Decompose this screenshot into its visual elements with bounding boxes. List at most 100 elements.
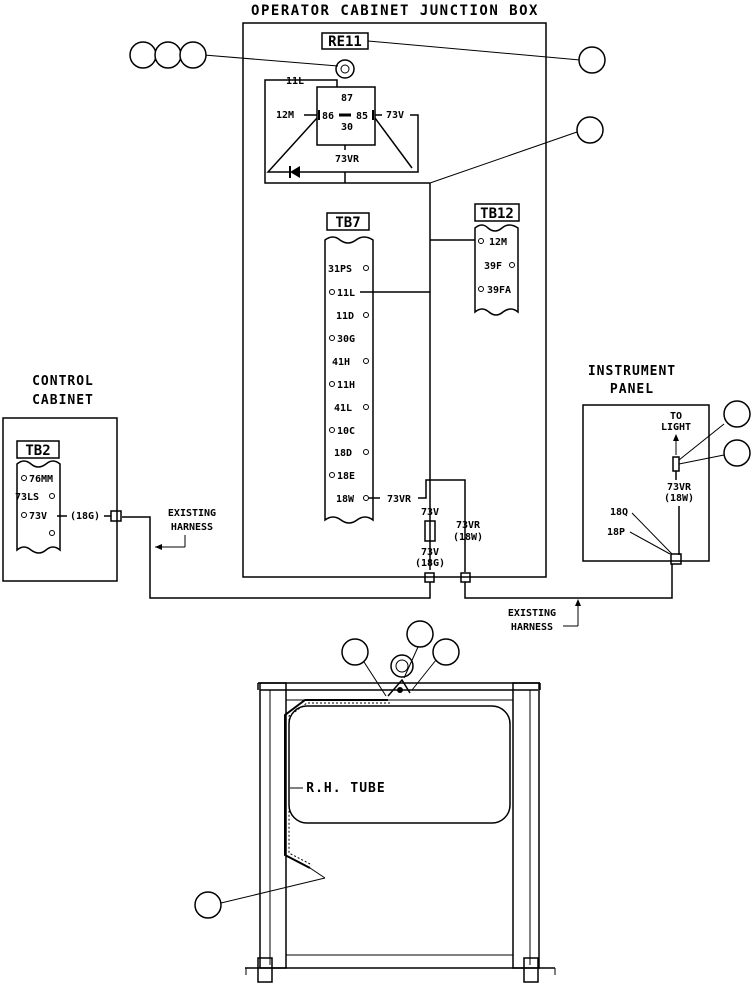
svg-text:39F: 39F <box>484 261 502 272</box>
light-connector <box>672 456 680 472</box>
diode-icon <box>290 166 300 178</box>
instrument-wire-18p: 18P <box>607 527 625 538</box>
tb2-terminal: 76MM <box>21 474 53 485</box>
pin-30: 30 <box>341 122 353 133</box>
tb12-label-box <box>474 203 520 222</box>
svg-text:41L: 41L <box>334 403 352 414</box>
svg-text:11H: 11H <box>337 380 355 391</box>
callout-bubble <box>578 46 606 74</box>
callout-bubble <box>194 891 222 919</box>
re11-label: RE11 <box>328 34 362 50</box>
svg-text:31PS: 31PS <box>328 264 352 275</box>
fitting-icon <box>390 654 414 678</box>
tb12-label: TB12 <box>480 206 514 222</box>
tb2-label-box <box>16 440 60 459</box>
instrument-panel-frame <box>582 404 710 562</box>
inline-fuse <box>424 520 436 542</box>
tb12-terminal: 39FA <box>478 285 511 296</box>
wire-11l: 11L <box>286 76 304 87</box>
svg-text:30G: 30G <box>337 334 355 345</box>
callout-bubble <box>341 638 369 666</box>
svg-text:12M: 12M <box>489 237 507 248</box>
tb7-terminal: 31PS <box>328 264 369 275</box>
svg-text:18D: 18D <box>334 448 352 459</box>
svg-text:73V: 73V <box>29 511 47 522</box>
callout-bubble <box>406 620 434 648</box>
rh-tube <box>284 699 388 869</box>
junction-box-frame <box>242 22 547 578</box>
wire-12m: 12M <box>276 110 294 121</box>
svg-text:10C: 10C <box>337 426 355 437</box>
wire-18g: (18G) <box>415 558 445 569</box>
svg-text:18E: 18E <box>337 471 355 482</box>
tb12-block <box>474 224 519 316</box>
svg-text:39FA: 39FA <box>487 285 511 296</box>
arrow-up-icon <box>673 434 679 441</box>
svg-text:11L: 11L <box>337 288 355 299</box>
tb7-terminal: 18W <box>336 494 369 505</box>
tb2-terminal: 73V <box>21 511 47 522</box>
harness-left-1: EXISTING <box>168 508 216 519</box>
tb7-terminal: 30G <box>329 334 355 345</box>
callout-bubble <box>723 439 751 467</box>
tb12-terminal: 39F <box>484 261 515 272</box>
pin-86: 86 <box>322 111 334 122</box>
svg-text:11D: 11D <box>336 311 354 322</box>
tb7-terminal: 11D <box>336 311 369 322</box>
to-light-1: TO <box>670 411 682 422</box>
instrument-wire-18q: 18Q <box>610 507 628 518</box>
wire-73v-label: 73V <box>421 507 439 518</box>
wire-73vr-tb7: 73VR <box>387 494 412 505</box>
junction-box-title: OPERATOR CABINET JUNCTION BOX <box>251 3 539 19</box>
rh-tube-label: R.H. TUBE <box>306 781 385 796</box>
harness-right-2: HARNESS <box>511 622 553 633</box>
cab-frame-assembly <box>245 654 556 983</box>
callout-bubble <box>576 116 604 144</box>
tb7-terminal: 18D <box>334 448 369 459</box>
relay-body <box>316 86 376 146</box>
harness-arrow-right <box>575 599 581 606</box>
wire-73vr: 73VR <box>335 154 360 165</box>
svg-text:18W: 18W <box>336 494 355 505</box>
instrument-panel-title-1: INSTRUMENT <box>588 364 676 379</box>
control-cabinet-title-1: CONTROL <box>32 374 94 389</box>
tb7-label: TB7 <box>335 215 360 231</box>
callout-bubble <box>432 638 460 666</box>
callout-bubble <box>723 400 751 428</box>
instrument-wire-73vr: 73VR <box>667 482 692 493</box>
tb2-wire-18g: (18G) <box>70 511 100 522</box>
harness-right-1: EXISTING <box>508 608 556 619</box>
wire-73v: 73V <box>386 110 404 121</box>
tb7-label-box <box>326 212 370 231</box>
to-light-2: LIGHT <box>661 422 691 433</box>
relay-mount-icon <box>335 59 355 79</box>
tb7-terminal: 41L <box>334 403 369 414</box>
tb7-block <box>324 236 374 524</box>
pin-87: 87 <box>341 93 353 104</box>
control-cabinet-title-2: CABINET <box>32 393 94 408</box>
wire-18w: (18W) <box>453 532 483 543</box>
svg-text:76MM: 76MM <box>29 474 53 485</box>
control-cabinet-frame <box>2 417 118 582</box>
svg-text:73LS: 73LS <box>15 492 39 503</box>
tb7-terminal: 11L <box>329 288 355 299</box>
callout-bubble <box>154 41 182 69</box>
tb12-terminal: 12M <box>478 237 507 248</box>
tb7-terminal: 18E <box>329 471 355 482</box>
harness-left-2: HARNESS <box>171 522 213 533</box>
connector-instrument <box>670 553 682 565</box>
tb2-block <box>16 460 61 554</box>
wire-73v-b: 73V <box>421 547 439 558</box>
tb7-terminal: 10C <box>329 426 355 437</box>
tb2-label: TB2 <box>25 443 50 459</box>
tb7-terminal: 41H <box>332 357 369 368</box>
pin-85: 85 <box>356 111 368 122</box>
callout-bubble <box>179 41 207 69</box>
svg-text:41H: 41H <box>332 357 350 368</box>
wire-73vr-b: 73VR <box>456 520 481 531</box>
tb7-terminal: 11H <box>329 380 355 391</box>
instrument-wire-18w: (18W) <box>664 493 694 504</box>
instrument-panel-title-2: PANEL <box>610 382 654 397</box>
callout-bubble <box>129 41 157 69</box>
